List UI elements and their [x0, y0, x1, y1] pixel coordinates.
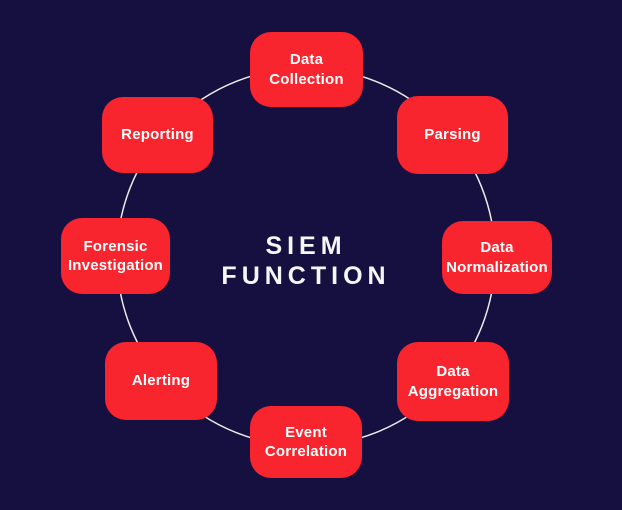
- node-label: Alerting: [131, 372, 191, 390]
- node-parsing: Parsing: [397, 96, 508, 174]
- node-data-normalization: Data Normalization: [442, 221, 552, 294]
- node-label: Forensic Investigation: [67, 237, 164, 275]
- node-alerting: Alerting: [105, 342, 217, 420]
- node-forensic-investigation: Forensic Investigation: [61, 218, 170, 294]
- node-event-correlation: Event Correlation: [250, 406, 362, 478]
- node-label: Data Aggregation: [407, 363, 499, 400]
- node-label: Reporting: [121, 126, 194, 144]
- node-label: Parsing: [424, 126, 481, 144]
- diagram-title: SIEM FUNCTION: [221, 231, 390, 291]
- node-reporting: Reporting: [102, 97, 213, 173]
- node-label: Data Normalization: [446, 239, 548, 276]
- node-data-aggregation: Data Aggregation: [397, 342, 509, 421]
- title-line-1: SIEM: [265, 232, 347, 260]
- node-data-collection: Data Collection: [250, 32, 363, 107]
- title-line-2: FUNCTION: [221, 262, 391, 290]
- node-label: Data Collection: [269, 51, 344, 88]
- node-label: Event Correlation: [264, 423, 348, 461]
